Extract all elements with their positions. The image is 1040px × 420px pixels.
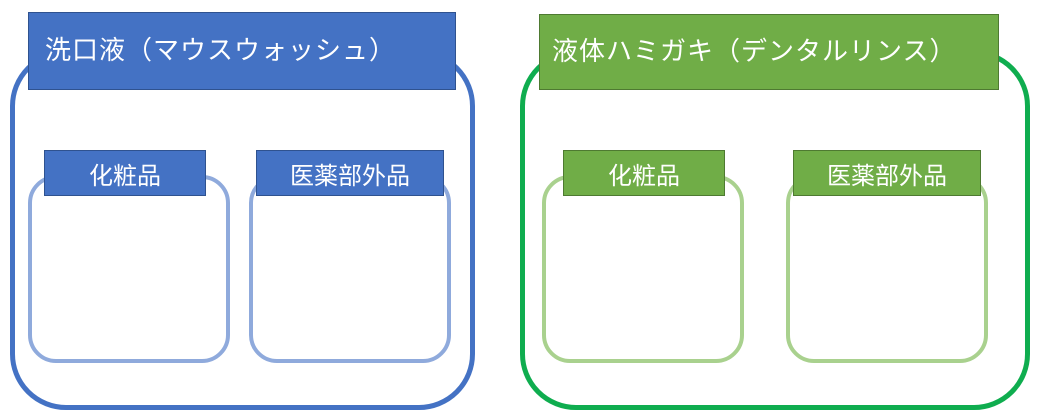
- mouthwash-quasi-drug-box: [249, 175, 451, 363]
- mouthwash-quasi-drug-label: 医薬部外品: [256, 150, 444, 196]
- mouthwash-title: 洗口液（マウスウォッシュ）: [28, 12, 456, 90]
- mouthwash-cosmetics-box: [28, 175, 230, 363]
- liquid-toothpaste-quasi-drug-label: 医薬部外品: [793, 150, 981, 196]
- liquid-toothpaste-quasi-drug-box: [786, 175, 988, 363]
- mouthwash-cosmetics-label: 化粧品: [44, 150, 206, 196]
- liquid-toothpaste-title: 液体ハミガキ（デンタルリンス）: [539, 14, 999, 90]
- liquid-toothpaste-cosmetics-label: 化粧品: [563, 150, 725, 196]
- liquid-toothpaste-cosmetics-box: [542, 175, 744, 363]
